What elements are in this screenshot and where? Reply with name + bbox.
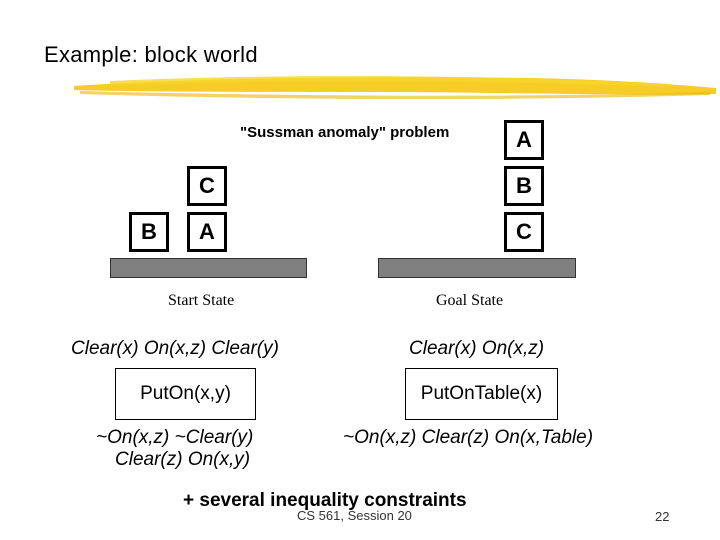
page-number: 22 xyxy=(655,509,670,524)
putontable-effects: ~On(x,z) Clear(z) On(x,Table) xyxy=(343,427,594,448)
goal-block-b: B xyxy=(504,166,544,206)
puton-preconditions: Clear(x) On(x,z) Clear(y) xyxy=(71,338,279,359)
footer-course: CS 561, Session 20 xyxy=(297,508,412,523)
goal-table xyxy=(378,258,576,278)
putontable-preconditions: Clear(x) On(x,z) xyxy=(409,338,545,359)
slide-title: Example: block world xyxy=(44,42,258,67)
puton-effects-line1: ~On(x,z) ~Clear(y) xyxy=(96,427,254,448)
puton-operator-box: PutOn(x,y) xyxy=(115,368,256,420)
puton-effects-line2: Clear(z) On(x,y) xyxy=(115,449,251,470)
goal-state-label: Goal State xyxy=(436,292,504,309)
putontable-operator-name: PutOnTable(x) xyxy=(420,383,543,404)
goal-block-c: C xyxy=(504,212,544,252)
start-block-a: A xyxy=(187,212,227,252)
start-state-label: Start State xyxy=(168,292,235,309)
problem-caption: "Sussman anomaly" problem xyxy=(240,124,450,141)
puton-operator-name: PutOn(x,y) xyxy=(140,383,231,404)
start-block-c: C xyxy=(187,166,227,206)
start-table xyxy=(110,258,307,278)
goal-block-a: A xyxy=(504,120,544,160)
constraints-note: + several inequality constraints xyxy=(183,490,467,511)
start-block-b: B xyxy=(129,212,169,252)
putontable-operator-box: PutOnTable(x) xyxy=(405,368,558,420)
title-underline-decoration xyxy=(74,76,716,100)
